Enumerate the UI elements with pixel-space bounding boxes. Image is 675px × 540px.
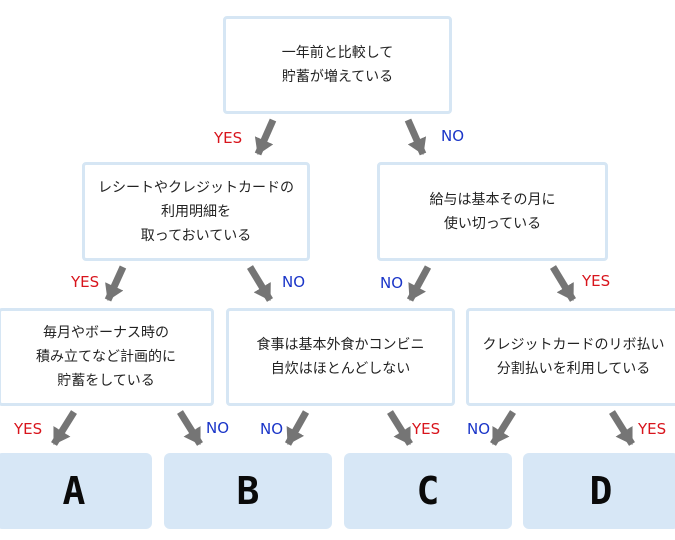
arrow-q1-no [404,118,427,156]
result-label-a: A [62,469,86,513]
result-box-d: D [523,453,675,529]
arrow-q2-yes [104,265,127,302]
arrow-q2-no [247,265,273,302]
arrow-q6-yes [609,410,635,446]
question-box-1: 一年前と比較して 貯蓄が増えている [223,16,452,114]
label-q1-yes: YES [214,129,243,147]
label-q5-no: NO [260,420,284,438]
question-text-5: 食事は基本外食かコンビニ 自炊はほとんどしない [256,337,425,377]
result-label-c: C [416,469,440,513]
label-q6-no: NO [467,420,491,438]
label-q4-yes: YES [14,420,43,438]
label-q5-yes: YES [412,420,441,438]
label-q3-no: NO [380,274,404,292]
question-box-6: クレジットカードのリボ払い 分割払いを利用している [466,308,675,406]
question-box-4: 毎月やボーナス時の 積み立てなど計画的に 貯蓄をしている [0,308,214,406]
result-label-d: D [589,469,613,513]
result-box-b: B [164,453,332,529]
question-box-3: 給与は基本その月に 使い切っている [377,162,608,261]
label-q3-yes: YES [582,272,611,290]
question-box-5: 食事は基本外食かコンビニ 自炊はほとんどしない [226,308,455,406]
result-box-a: A [0,453,152,529]
arrow-q6-no [490,410,516,446]
arrow-q1-yes [254,118,277,156]
question-text-3: 給与は基本その月に 使い切っている [429,191,556,232]
question-text-6: クレジットカードのリボ払い 分割払いを利用している [482,337,665,377]
result-box-c: C [344,453,512,529]
arrow-q3-no [406,265,432,302]
question-text-1: 一年前と比較して 貯蓄が増えている [281,45,394,85]
question-text-4: 毎月やボーナス時の 積み立てなど計画的に 貯蓄をしている [36,325,176,389]
result-label-b: B [236,469,260,513]
label-q2-no: NO [282,273,306,291]
label-q2-yes: YES [71,273,100,291]
question-box-2: レシートやクレジットカードの 利用明細を 取っておいている [82,162,310,261]
arrow-q5-no [284,410,310,446]
arrow-q3-yes [550,265,576,302]
question-text-2: レシートやクレジットカードの 利用明細を 取っておいている [98,179,294,244]
arrow-q5-yes [387,410,413,446]
label-q4-no: NO [206,419,230,437]
label-q6-yes: YES [638,420,667,438]
arrow-q4-no [177,410,203,446]
arrow-q4-yes [51,410,77,446]
label-q1-no: NO [441,127,465,145]
